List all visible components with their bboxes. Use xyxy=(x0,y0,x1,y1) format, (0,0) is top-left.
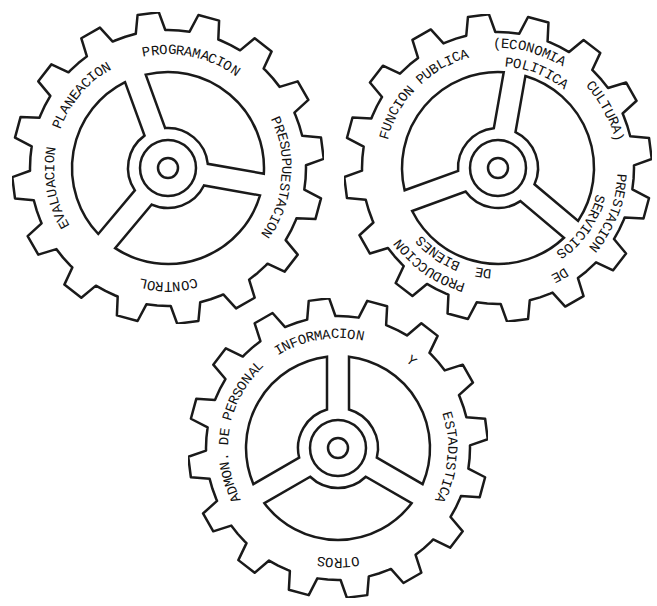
gear-wheel: INFORMACIONYESTADISTICAOTROSADMON. DE PE… xyxy=(188,298,488,598)
rim-text: PRESUPUESTACION xyxy=(12,12,324,324)
rim-letter: A xyxy=(445,437,459,446)
rim-letter: A xyxy=(322,327,332,342)
rim-letter: Y xyxy=(404,353,419,369)
rim-letter: ) xyxy=(610,131,626,143)
gear-opening xyxy=(72,82,145,234)
rim-letter: D xyxy=(217,436,232,445)
rim-text: INFORMACION xyxy=(188,298,488,598)
rim-letter: R xyxy=(155,278,164,293)
rim-letter: O xyxy=(159,43,168,57)
gear-hub xyxy=(140,140,196,196)
rim-letter: E xyxy=(218,427,233,437)
rim-letter: R xyxy=(334,555,342,569)
rim-text: EVALUACION xyxy=(12,12,324,324)
rim-letter: C xyxy=(330,327,339,341)
rim-letter: P xyxy=(279,157,293,166)
rim-letter: I xyxy=(43,163,57,171)
gear-outline xyxy=(188,298,488,598)
gear-outline xyxy=(344,14,652,322)
rim-text: OTROS xyxy=(188,298,488,598)
gear-teeth xyxy=(344,14,651,321)
gear-opening xyxy=(412,191,564,264)
rim-letter: O xyxy=(325,554,334,569)
rim-letter: C xyxy=(43,171,58,180)
gear-teeth xyxy=(188,298,487,597)
gear-teeth xyxy=(12,12,323,323)
rim-text: PROGRAMACION xyxy=(12,12,324,324)
gear-wheel: PLANEACIONPROGRAMACIONPRESUPUESTACIONCON… xyxy=(12,12,324,324)
gear-axle xyxy=(328,438,348,458)
rim-letter: G xyxy=(167,43,176,57)
gear-axle xyxy=(488,158,508,178)
gear-opening xyxy=(516,76,594,221)
rim-text: Y xyxy=(188,298,488,598)
rim-letter: N xyxy=(44,146,59,156)
rim-letter: T xyxy=(164,279,172,293)
gear-opening xyxy=(264,477,411,540)
rim-letter: R xyxy=(150,43,160,58)
gear-opening xyxy=(115,186,260,264)
rim-text: CONTROL xyxy=(12,12,324,324)
rim-text: (ECONOMIA POLITICA CULTURA) xyxy=(344,14,652,322)
rim-text: ADMON. DE PERSONAL xyxy=(188,298,488,598)
rim-letter: N xyxy=(172,278,181,293)
gear-rim-texts: INFORMACIONYESTADISTICAOTROSADMON. DE PE… xyxy=(188,298,488,598)
rim-letter: I xyxy=(339,327,348,341)
gear-outline xyxy=(12,12,324,324)
rim-letter: ( xyxy=(493,37,502,51)
gear-hub xyxy=(310,420,366,476)
rim-letter: T xyxy=(342,554,351,569)
gear-axle xyxy=(158,158,178,178)
rim-letter: U xyxy=(278,148,293,158)
rim-letter xyxy=(217,445,231,454)
rim-text: PRODUCCION DE BIENES xyxy=(344,14,652,322)
rim-text: PLANEACION xyxy=(12,12,324,324)
rim-letter: O xyxy=(350,553,360,568)
rim-text: FUNCION PUBLICA xyxy=(344,14,652,322)
gear-wheel: FUNCION PUBLICA(ECONOMIA POLITICA CULTUR… xyxy=(344,14,652,322)
rim-text: ESTADISTICA xyxy=(188,298,488,598)
gear-hub xyxy=(470,140,526,196)
rim-letter: T xyxy=(443,428,458,438)
rim-letter: O xyxy=(180,277,190,292)
gear-rim-texts: FUNCION PUBLICA(ECONOMIA POLITICA CULTUR… xyxy=(344,14,652,322)
rim-letter: U xyxy=(279,166,293,175)
rim-text: PRESTACION DE SERVICIOS xyxy=(344,14,652,322)
rim-letter: D xyxy=(445,445,459,454)
rim-letter: N xyxy=(354,328,365,343)
gear-rim-texts: PLANEACIONPROGRAMACIONPRESUPUESTACIONCON… xyxy=(12,12,324,324)
